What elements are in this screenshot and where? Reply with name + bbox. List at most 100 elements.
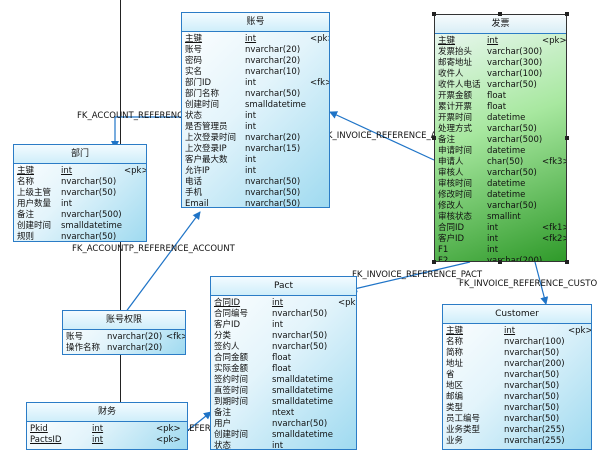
selection-handle[interactable]	[565, 12, 569, 16]
column-type: int	[245, 34, 257, 44]
column-name: 省	[446, 370, 455, 380]
selection-handle[interactable]	[565, 136, 569, 140]
column-type: varchar(300)	[487, 47, 543, 57]
column-type: nvarchar(20)	[107, 332, 163, 342]
entity-customer-title: Customer	[443, 305, 591, 324]
column-type: int	[245, 166, 257, 176]
selection-handle[interactable]	[498, 260, 502, 264]
selection-handle[interactable]	[432, 12, 436, 16]
column-name: 规则	[17, 232, 35, 242]
fk-label-invoice-pact: FK_INVOICE_REFERENCE_PACT	[352, 270, 483, 280]
selection-handle[interactable]	[565, 260, 569, 264]
entity-account[interactable]: 账号 主键int<pk>账号nvarchar(20)密码nvarchar(20)…	[181, 12, 330, 208]
column-type: int	[61, 166, 73, 176]
entity-pact[interactable]: Pact 合同IDint<pk>合同编号nvarchar(50)客户IDint分…	[210, 276, 357, 450]
column-name: 开票时间	[438, 113, 473, 123]
selection-handle[interactable]	[432, 260, 436, 264]
column-name: 名称	[446, 337, 464, 347]
selection-handle[interactable]	[432, 136, 436, 140]
selection-handle[interactable]	[498, 12, 502, 16]
column-name: 客户ID	[214, 320, 241, 330]
